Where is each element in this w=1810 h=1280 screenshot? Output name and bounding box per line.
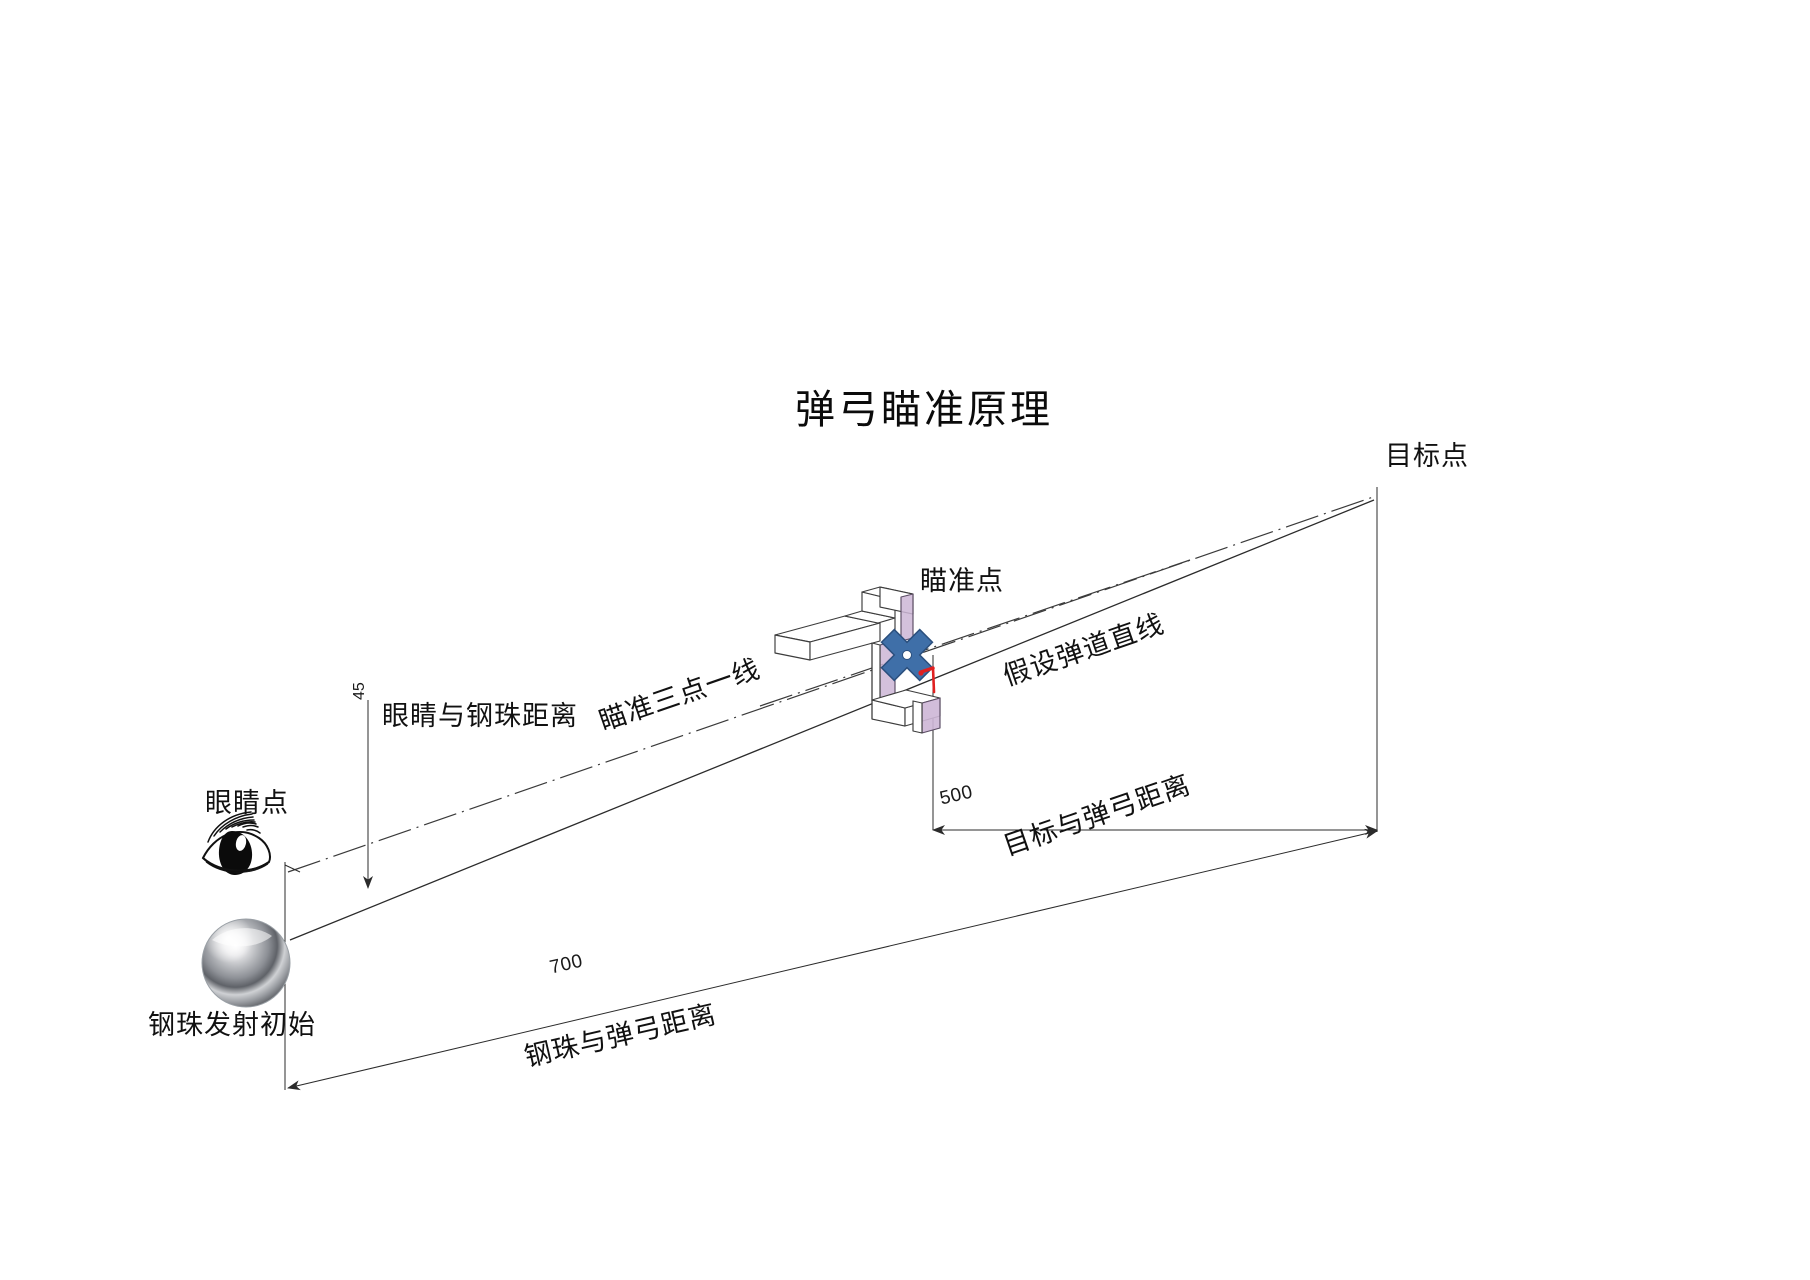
eye-icon — [201, 811, 271, 875]
slingshot-frame-icon — [774, 586, 941, 734]
label-eye-to-ball-distance: 眼睛与钢珠距离 — [382, 701, 578, 731]
label-eye-point: 眼睛点 — [205, 788, 289, 818]
aim-sight-line — [287, 496, 1374, 873]
label-target-point: 目标点 — [1385, 441, 1469, 471]
dimension-line-700 — [287, 828, 1378, 1091]
steel-ball-icon — [201, 918, 291, 1008]
label-ball-launch-start: 钢珠发射初始 — [148, 1010, 316, 1040]
dimension-value-45: 45 — [351, 682, 368, 700]
aim-marker-dots — [918, 666, 936, 694]
page-title: 弹弓瞄准原理 — [795, 387, 1053, 432]
aim-sight-line-upper — [759, 559, 1191, 707]
crosshair-icon — [880, 628, 934, 682]
eye-leader-line — [284, 864, 301, 873]
label-aiming-point: 瞄准点 — [920, 566, 1004, 596]
